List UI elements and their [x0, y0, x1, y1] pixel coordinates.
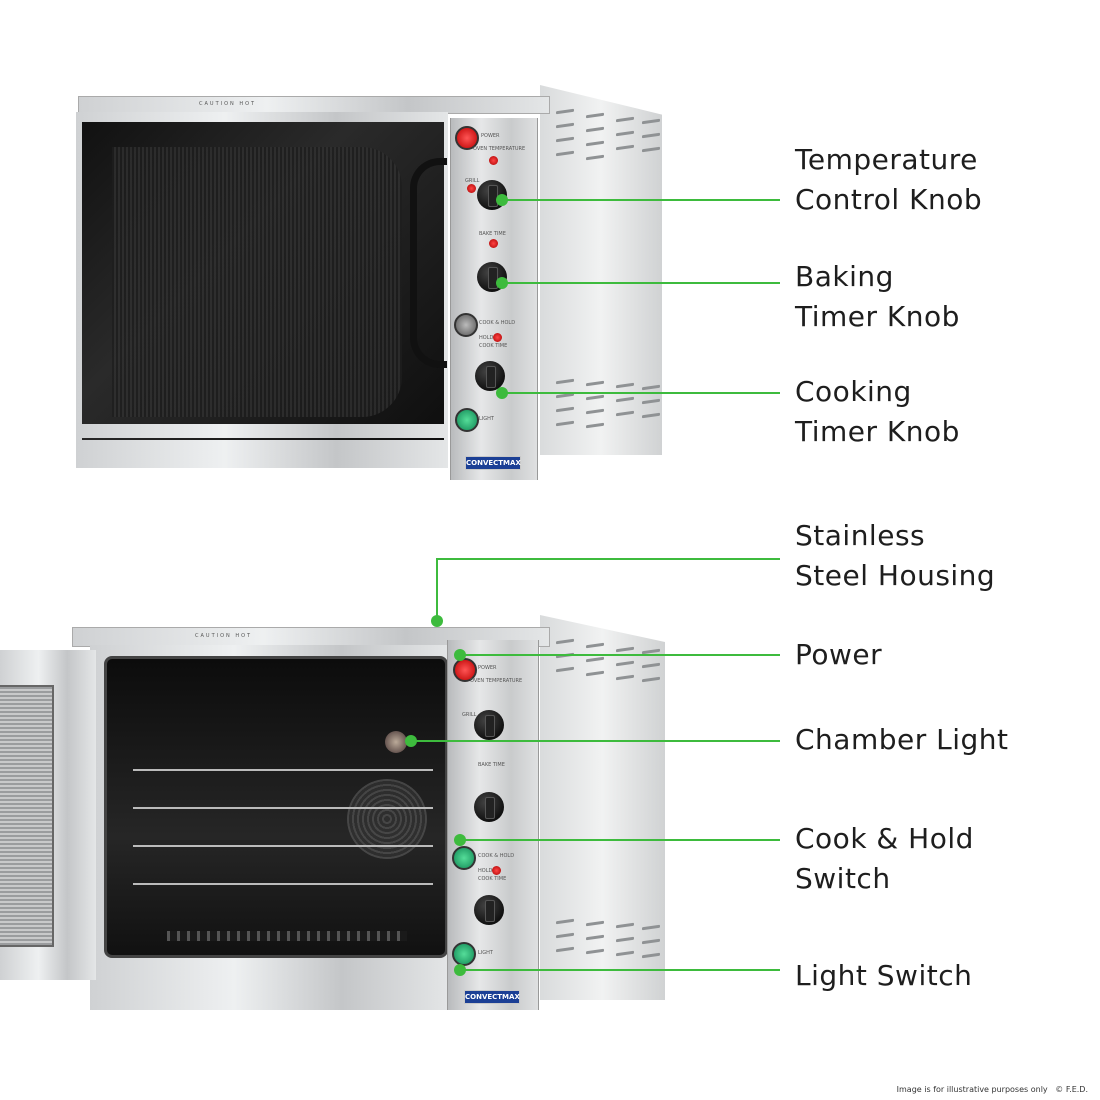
callout-dot-temperature — [496, 194, 508, 206]
brand-logo: CONVECTMAX — [464, 990, 520, 1004]
cook-time-label: COOK TIME — [478, 876, 507, 882]
label-line: Control Knob — [795, 183, 983, 216]
label-line: Steel Housing — [795, 559, 996, 592]
oven-rack — [133, 769, 433, 771]
callout-dot-cook-hold — [454, 834, 466, 846]
cook-hold-label: COOK & HOLD — [478, 853, 515, 859]
oven-rack — [133, 883, 433, 885]
callout-dot-power — [454, 649, 466, 661]
label-light-switch: Light Switch — [795, 956, 972, 996]
brand-logo: CONVECTMAX — [465, 456, 521, 470]
label-line: Switch — [795, 862, 891, 895]
open-door[interactable] — [0, 650, 96, 980]
cooking-timer-knob[interactable] — [474, 895, 504, 925]
callout-dot-cooking — [496, 387, 508, 399]
chamber-light — [385, 731, 407, 753]
caution-label: CAUTION HOT — [199, 101, 257, 107]
power-switch[interactable] — [453, 658, 477, 682]
door-window — [82, 122, 444, 440]
control-panel: POWER OVEN TEMPERATURE GRILL BAKE TIME C… — [450, 118, 538, 480]
oven-temperature-label: OVEN TEMPERATURE — [473, 146, 526, 152]
cook-hold-switch[interactable] — [454, 313, 478, 337]
light-switch[interactable] — [452, 942, 476, 966]
callout-line-housing — [436, 558, 780, 621]
footer-disclaimer: Image is for illustrative purposes only … — [897, 1085, 1088, 1094]
callout-dot-housing — [431, 615, 443, 627]
label-line: Cooking — [795, 375, 912, 408]
label-line: Timer Knob — [795, 415, 960, 448]
oven-temperature-label: OVEN TEMPERATURE — [470, 678, 523, 684]
label-line: Power — [795, 638, 883, 671]
hold-label: HOLD — [478, 868, 493, 874]
cook-hold-label: COOK & HOLD — [479, 320, 516, 326]
light-label: LIGHT — [479, 416, 494, 422]
label-line: Cook & Hold — [795, 822, 974, 855]
oven-rack — [133, 807, 433, 809]
cook-hold-switch[interactable] — [452, 846, 476, 870]
power-label: POWER — [481, 133, 500, 139]
hold-indicator-lamp — [493, 333, 502, 342]
caution-label: CAUTION HOT — [195, 633, 253, 639]
oven-chamber — [104, 656, 448, 958]
label-line: Light Switch — [795, 959, 973, 992]
disclaimer-text: Image is for illustrative purposes only — [896, 1085, 1048, 1094]
bake-indicator-lamp — [489, 239, 498, 248]
label-power: Power — [795, 635, 882, 675]
grill-label: GRILL — [465, 178, 480, 184]
label-line: Stainless — [795, 519, 926, 552]
callout-dot-light-switch — [454, 964, 466, 976]
bake-time-label: BAKE TIME — [479, 231, 506, 237]
bake-time-label: BAKE TIME — [478, 762, 505, 768]
grill-label: GRILL — [462, 712, 477, 718]
control-panel: POWER OVEN TEMPERATURE GRILL BAKE TIME C… — [447, 640, 539, 1010]
cooking-timer-knob[interactable] — [475, 361, 505, 391]
power-switch[interactable] — [455, 126, 479, 150]
hold-label: HOLD — [479, 335, 494, 341]
label-line: Chamber Light — [795, 723, 1009, 756]
copyright-text: © F.E.D. — [1055, 1085, 1088, 1094]
label-baking-timer-knob: Baking Timer Knob — [795, 257, 960, 337]
temperature-control-knob[interactable] — [474, 710, 504, 740]
label-cooking-timer-knob: Cooking Timer Knob — [795, 372, 960, 452]
oven-rack — [133, 845, 433, 847]
callout-dot-baking — [496, 277, 508, 289]
cook-time-label: COOK TIME — [479, 343, 508, 349]
label-chamber-light: Chamber Light — [795, 720, 1009, 760]
light-label: LIGHT — [478, 950, 493, 956]
light-switch[interactable] — [455, 408, 479, 432]
label-cook-hold-switch: Cook & Hold Switch — [795, 819, 974, 899]
door-bottom-strip — [76, 424, 448, 438]
hold-indicator-lamp — [492, 866, 501, 875]
label-stainless-steel-housing: Stainless Steel Housing — [795, 516, 995, 596]
callout-dot-chamber-light — [405, 735, 417, 747]
grill-indicator-lamp — [467, 184, 476, 193]
door-handle[interactable] — [410, 158, 447, 368]
label-line: Timer Knob — [795, 300, 960, 333]
label-line: Temperature — [795, 143, 978, 176]
label-temperature-control-knob: Temperature Control Knob — [795, 140, 982, 220]
power-label: POWER — [478, 665, 497, 671]
label-line: Baking — [795, 260, 894, 293]
temperature-indicator-lamp — [489, 156, 498, 165]
baking-timer-knob[interactable] — [474, 792, 504, 822]
